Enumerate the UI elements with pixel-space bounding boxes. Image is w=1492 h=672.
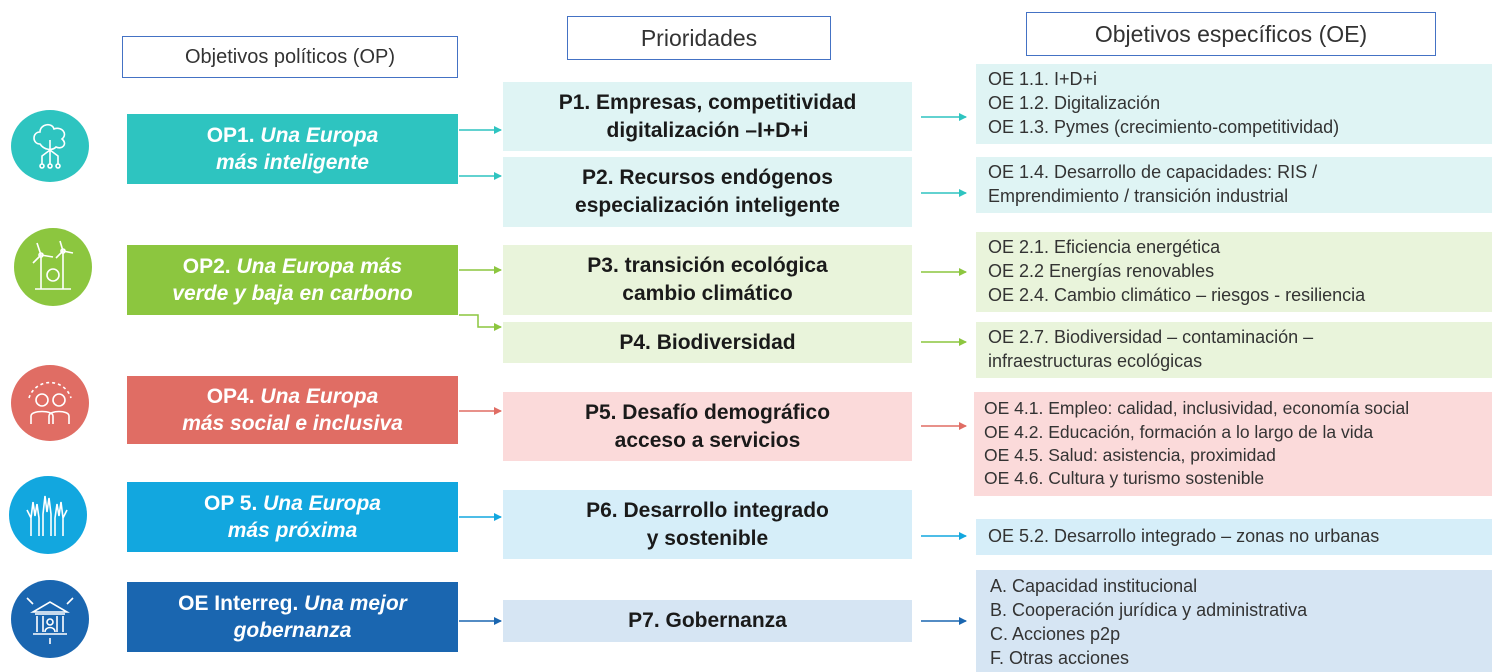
oe-item: OE 4.1. Empleo: calidad, inclusividad, e… — [984, 398, 1410, 419]
op4-box: OP4. Una Europa más social e inclusiva — [127, 376, 458, 444]
objectives-p3: OE 2.1. Eficiencia energética OE 2.2 Ene… — [976, 232, 1492, 312]
tree-circuit-icon — [11, 110, 89, 182]
op4-prefix: OP4. — [206, 384, 261, 408]
raised-hands-icon — [9, 476, 87, 554]
op5-prefix: OP 5. — [203, 491, 264, 515]
people-icon — [11, 365, 89, 441]
oe-item: OE 1.3. Pymes (crecimiento-competitivida… — [988, 116, 1340, 137]
op5-title: Una Europa más próxima — [227, 491, 381, 542]
oe-item: OE 2.7. Biodiversidad – contaminación – — [988, 327, 1314, 348]
priority-p5: P5. Desafío demográfico acceso a servici… — [503, 392, 912, 461]
op2-prefix: OP2. — [182, 254, 237, 278]
oe-item: F. Otras acciones — [990, 647, 1130, 668]
oe-item: OE 2.1. Eficiencia energética — [988, 237, 1221, 258]
op1-box: OP1. Una Europa más inteligente — [127, 114, 458, 184]
priority-p4: P4. Biodiversidad — [503, 322, 912, 363]
oe-interreg-prefix: OE Interreg. — [178, 591, 305, 615]
objectives-p6: OE 5.2. Desarrollo integrado – zonas no … — [976, 519, 1492, 555]
wind-turbine-icon — [14, 228, 92, 306]
op1-prefix: OP1. — [206, 123, 261, 147]
objectives-p1: OE 1.1. I+D+i OE 1.2. Digitalización OE … — [976, 64, 1492, 144]
op5-box: OP 5. Una Europa más próxima — [127, 482, 458, 552]
objectives-p4: OE 2.7. Biodiversidad – contaminación – … — [976, 322, 1492, 378]
oe-item: C. Acciones p2p — [990, 624, 1121, 644]
objectives-p2: OE 1.4. Desarrollo de capacidades: RIS /… — [976, 157, 1492, 213]
priority-p2: P2. Recursos endógenos especialización i… — [503, 157, 912, 227]
oe-item: OE 5.2. Desarrollo integrado – zonas no … — [988, 526, 1380, 547]
objectives-p5: OE 4.1. Empleo: calidad, inclusividad, e… — [974, 392, 1492, 496]
op4-title: Una Europa más social e inclusiva — [182, 384, 403, 435]
oe-item: OE 4.6. Cultura y turismo sostenible — [984, 468, 1265, 489]
oe-item: OE 4.2. Educación, formación a lo largo … — [984, 421, 1374, 442]
oe-item: B. Cooperación jurídica y administrativa — [990, 600, 1308, 621]
oe-item: infraestructuras ecológicas — [988, 351, 1203, 371]
oe-item: OE 1.2. Digitalización — [988, 93, 1161, 114]
oe-item: OE 4.5. Salud: asistencia, proximidad — [984, 445, 1276, 465]
header-op: Objetivos políticos (OP) — [122, 36, 458, 78]
oe-item: OE 1.4. Desarrollo de capacidades: RIS / — [988, 162, 1318, 183]
oe-item: A. Capacidad institucional — [990, 576, 1198, 597]
arrow-op2-p4 — [459, 314, 502, 331]
priority-p1: P1. Empresas, competitividad digitalizac… — [503, 82, 912, 151]
op2-box: OP2. Una Europa más verde y baja en carb… — [127, 245, 458, 315]
header-priorities: Prioridades — [567, 16, 831, 60]
oe-item: OE 2.2 Energías renovables — [988, 261, 1215, 282]
op2-title: Una Europa más verde y baja en carbono — [172, 254, 413, 305]
priority-p7: P7. Gobernanza — [503, 600, 912, 642]
oe-item: Emprendimiento / transición industrial — [988, 186, 1289, 206]
op1-title: Una Europa más inteligente — [216, 123, 379, 174]
oe-item: OE 2.4. Cambio climático – riesgos - res… — [988, 284, 1366, 305]
building-governance-icon — [11, 580, 89, 658]
objectives-p7: A. Capacidad institucional B. Cooperació… — [976, 570, 1492, 672]
oe-interreg-title: Una mejor gobernanza — [233, 591, 407, 642]
priority-p6: P6. Desarrollo integrado y sostenible — [503, 490, 912, 559]
oe-interreg-box: OE Interreg. Una mejor gobernanza — [127, 582, 458, 652]
oe-item: OE 1.1. I+D+i — [988, 69, 1098, 90]
priority-p3: P3. transición ecológica cambio climátic… — [503, 245, 912, 315]
header-objectives: Objetivos específicos (OE) — [1026, 12, 1436, 56]
